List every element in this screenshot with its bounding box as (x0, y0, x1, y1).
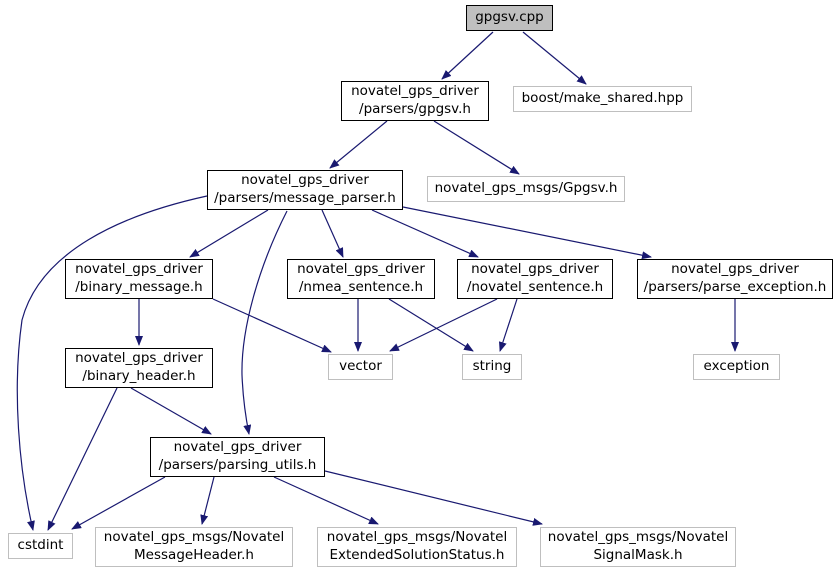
edge-message_parser-to-binary_message (189, 209, 269, 258)
node-binary-header-h[interactable]: novatel_gps_driver /binary_header.h (65, 348, 213, 388)
edge-binary_header-to-cstdint (47, 387, 118, 531)
node-novatel-signal-mask-h: novatel_gps_msgs/Novatel SignalMask.h (540, 527, 736, 567)
edge-gpgsv_h-to-gpgsv_msg (433, 120, 520, 175)
node-parsers-gpgsv-h[interactable]: novatel_gps_driver /parsers/gpgsv.h (341, 81, 489, 121)
node-parsers-parse-exception-h[interactable]: novatel_gps_driver /parsers/parse_except… (637, 259, 833, 299)
node-parsers-message-parser-h[interactable]: novatel_gps_driver /parsers/message_pars… (207, 170, 403, 210)
edge-message_parser-to-novatel_sentence (371, 209, 479, 258)
node-novatel-extended-solution-status-h: novatel_gps_msgs/Novatel ExtendedSolutio… (317, 527, 517, 567)
edge-nmea_sentence-to-string (388, 298, 474, 352)
node-string: string (462, 354, 522, 380)
node-novatel-message-header-h: novatel_gps_msgs/Novatel MessageHeader.h (95, 527, 293, 567)
node-parsers-parsing-utils-h[interactable]: novatel_gps_driver /parsers/parsing_util… (150, 437, 325, 477)
edge-novatel_sentence-to-vector (389, 298, 498, 352)
edge-novatel_sentence-to-string (498, 298, 518, 352)
edge-message_parser-to-nmea_sentence (321, 209, 344, 258)
edge-message_parser-to-parse_exception (402, 206, 652, 260)
node-vector: vector (328, 354, 393, 380)
node-exception: exception (693, 354, 780, 380)
edge-gpgsv_cpp-to-gpgsv_h (441, 31, 494, 80)
edge-gpgsv_cpp-to-boost_make_shared (522, 31, 587, 85)
edge-message_parser-to-parsing_utils (241, 210, 288, 435)
node-boost-make-shared-hpp: boost/make_shared.hpp (513, 86, 692, 112)
node-binary-message-h[interactable]: novatel_gps_driver /binary_message.h (65, 259, 213, 299)
edge-parsing_utils-to-novatel_message_header (200, 476, 215, 525)
edge-binary_message-to-vector (212, 298, 332, 353)
edge-binary_header-to-parsing_utils (130, 387, 212, 435)
edge-message_parser-to-cstdint (16, 195, 208, 531)
node-cstdint: cstdint (8, 533, 73, 559)
edge-parsing_utils-to-novatel_signal_mask (324, 470, 543, 526)
node-novatel-gps-msgs-gpgsv-h: novatel_gps_msgs/Gpgsv.h (427, 176, 625, 202)
node-novatel-sentence-h[interactable]: novatel_gps_driver /novatel_sentence.h (457, 259, 613, 299)
edge-parsing_utils-to-novatel_ext_status (273, 476, 379, 525)
edge-gpgsv_h-to-message_parser (329, 120, 388, 169)
node-gpgsv-cpp: gpgsv.cpp (466, 5, 553, 31)
node-nmea-sentence-h[interactable]: novatel_gps_driver /nmea_sentence.h (287, 259, 435, 299)
edge-parsing_utils-to-cstdint (71, 476, 166, 530)
